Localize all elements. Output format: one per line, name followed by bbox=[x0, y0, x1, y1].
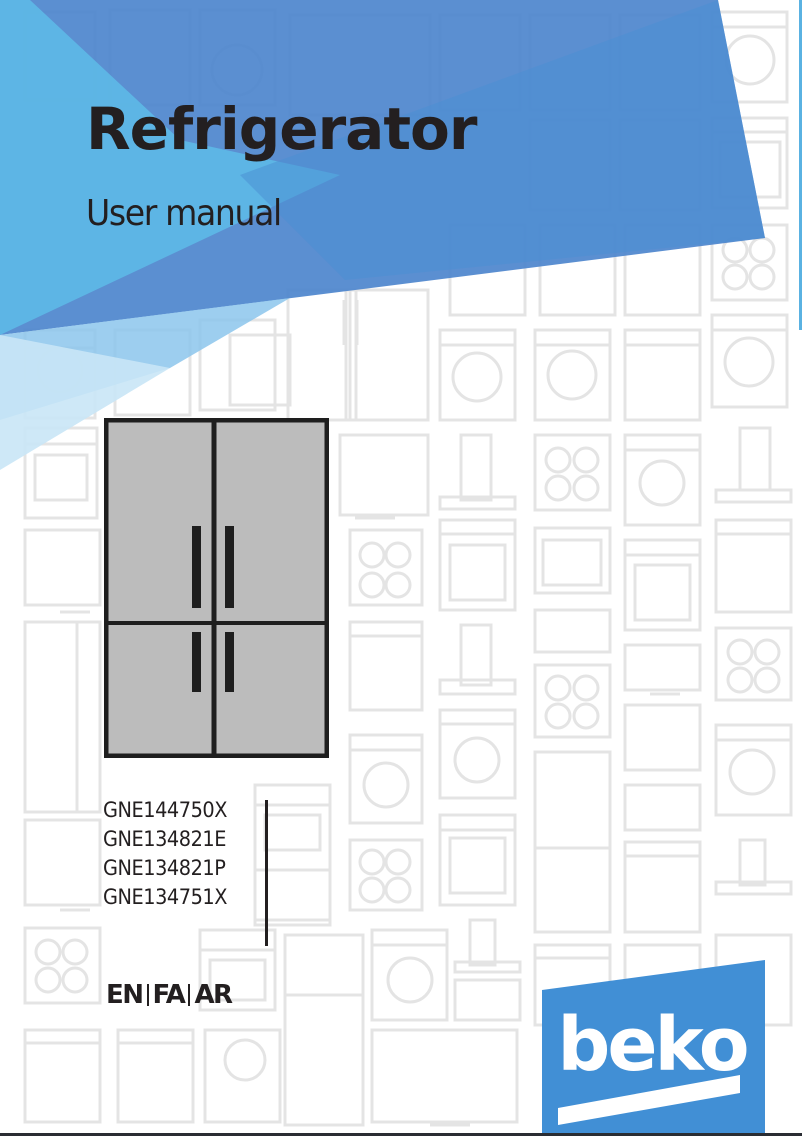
model-number: GNE134751X bbox=[103, 885, 228, 909]
right-edge-accent bbox=[799, 0, 802, 330]
brand-name: beko bbox=[557, 1002, 746, 1088]
language-separator bbox=[146, 984, 149, 1006]
model-number: GNE134821P bbox=[103, 856, 226, 880]
language-separator bbox=[188, 984, 191, 1006]
language-ar: AR bbox=[194, 980, 233, 1010]
language-list: EN FA AR bbox=[106, 980, 233, 1010]
language-en: EN bbox=[106, 980, 144, 1010]
model-number: GNE144750X bbox=[103, 798, 228, 822]
beko-logo: beko bbox=[542, 960, 765, 1136]
bottom-border bbox=[0, 1133, 802, 1136]
french-door-refrigerator-icon bbox=[104, 418, 329, 758]
language-fa: FA bbox=[152, 980, 186, 1010]
document-subtitle: User manual bbox=[86, 193, 282, 234]
model-list-divider bbox=[265, 800, 268, 946]
document-title: Refrigerator bbox=[86, 95, 477, 163]
model-number: GNE134821E bbox=[103, 827, 226, 851]
model-list: GNE144750X GNE134821E GNE134821P GNE1347… bbox=[103, 796, 238, 912]
